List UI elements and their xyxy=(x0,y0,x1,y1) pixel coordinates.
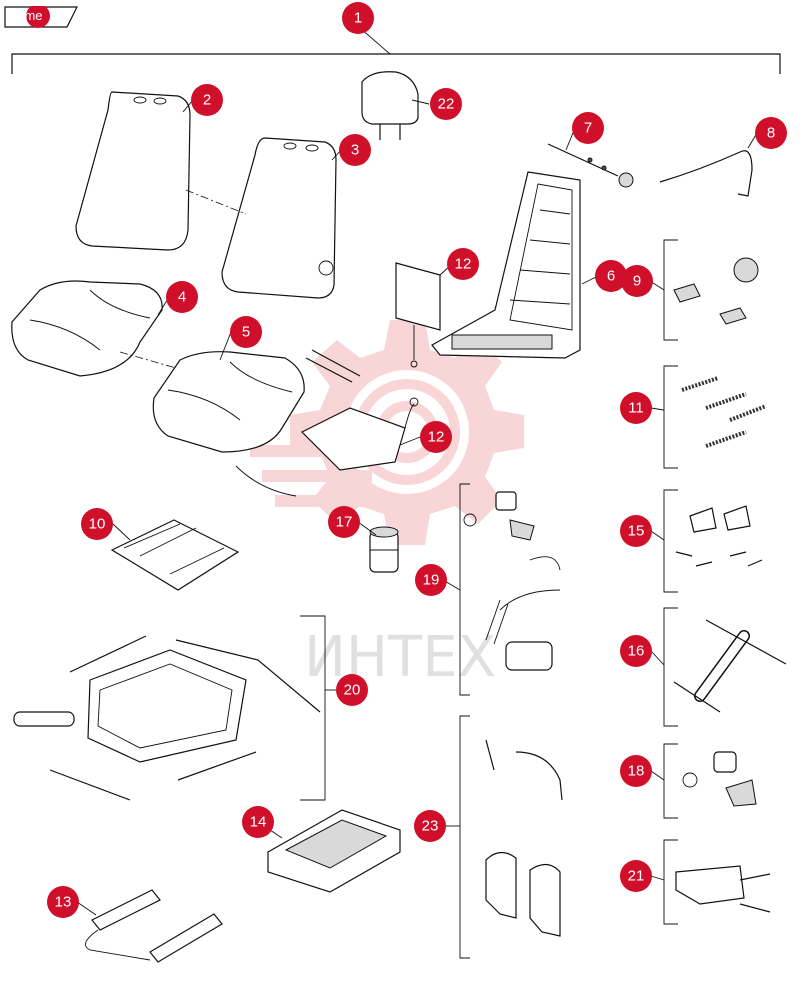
svg-text:18: 18 xyxy=(628,763,645,780)
callout-13[interactable]: 13 xyxy=(47,886,79,918)
callout-20[interactable]: 20 xyxy=(336,674,368,706)
damper-knob xyxy=(369,526,399,573)
svg-text:6: 6 xyxy=(607,268,615,285)
callout-1[interactable]: 1 xyxy=(342,2,374,34)
suspension-unit xyxy=(267,809,401,893)
lever-rails xyxy=(85,889,223,963)
callout-17[interactable]: 17 xyxy=(328,506,360,538)
seat-foam xyxy=(152,351,305,453)
backrest-cushion-front xyxy=(75,91,191,251)
callout-3[interactable]: 3 xyxy=(339,134,371,166)
plug-connector xyxy=(463,491,561,671)
svg-text:21: 21 xyxy=(628,868,645,885)
callout-9[interactable]: 9 xyxy=(621,265,653,297)
callout-2[interactable]: 2 xyxy=(191,84,223,116)
svg-text:12: 12 xyxy=(455,256,472,273)
bowden-cable xyxy=(659,150,753,197)
svg-text:4: 4 xyxy=(178,289,186,306)
watermark-text: ИНТЕХ xyxy=(304,625,496,690)
svg-text:5: 5 xyxy=(242,324,250,341)
svg-text:8: 8 xyxy=(767,125,775,142)
callout-18[interactable]: 18 xyxy=(620,755,652,787)
seat-slide-rails xyxy=(110,519,240,591)
callout-14[interactable]: 14 xyxy=(242,806,274,838)
callout-11[interactable]: 11 xyxy=(620,392,652,424)
svg-text:11: 11 xyxy=(628,400,644,417)
callout-5[interactable]: 5 xyxy=(230,316,262,348)
callouts: 1 2 3 4 5 6 7 8 9 10 11 12 12 13 14 15 1… xyxy=(47,2,787,918)
svg-text:17: 17 xyxy=(336,514,353,531)
callout-12a[interactable]: 12 xyxy=(447,248,479,280)
svg-text:13: 13 xyxy=(55,894,72,911)
svg-text:22: 22 xyxy=(438,96,455,113)
home-tab[interactable] xyxy=(4,4,78,28)
shock-absorber xyxy=(673,619,787,713)
group-23-bracket xyxy=(459,715,563,959)
svg-text:2: 2 xyxy=(203,92,211,109)
callout-4[interactable]: 4 xyxy=(166,281,198,313)
callout-15[interactable]: 15 xyxy=(620,515,652,547)
backrest-frame xyxy=(431,171,581,359)
svg-text:16: 16 xyxy=(628,643,645,660)
callout-21[interactable]: 21 xyxy=(620,860,652,892)
assembly-bracket xyxy=(11,27,781,74)
svg-text:7: 7 xyxy=(584,120,592,137)
svg-text:14: 14 xyxy=(250,814,267,831)
bushings xyxy=(673,257,759,325)
right-group-brackets xyxy=(663,239,678,925)
svg-text:1: 1 xyxy=(354,10,362,27)
clips xyxy=(675,505,763,567)
svg-text:9: 9 xyxy=(633,273,641,290)
mounting-bracket xyxy=(675,865,771,913)
callout-10[interactable]: 10 xyxy=(81,508,113,540)
svg-text:15: 15 xyxy=(628,523,645,540)
callout-16[interactable]: 16 xyxy=(620,635,652,667)
callout-6[interactable]: 6 xyxy=(595,260,627,292)
callout-7[interactable]: 7 xyxy=(572,112,604,144)
home-tab-shape xyxy=(4,4,78,28)
plug-set xyxy=(682,751,757,807)
suspension-cover xyxy=(13,615,326,801)
adjustment-rod xyxy=(547,143,634,188)
seat-cushion xyxy=(11,280,163,377)
svg-text:19: 19 xyxy=(423,572,440,589)
callout-8[interactable]: 8 xyxy=(755,117,787,149)
svg-text:20: 20 xyxy=(344,682,361,699)
heating-pad-back xyxy=(395,262,441,368)
svg-text:10: 10 xyxy=(89,516,106,533)
callout-19[interactable]: 19 xyxy=(415,564,447,596)
springs xyxy=(681,376,767,448)
callout-12b[interactable]: 12 xyxy=(420,421,452,453)
callout-23[interactable]: 23 xyxy=(414,810,446,842)
headrest xyxy=(361,71,419,140)
home-link[interactable]: home xyxy=(10,8,43,23)
svg-text:23: 23 xyxy=(422,818,439,835)
callout-22[interactable]: 22 xyxy=(430,88,462,120)
svg-text:12: 12 xyxy=(428,429,445,446)
backrest-cushion-rear xyxy=(221,137,337,299)
svg-text:3: 3 xyxy=(351,142,359,159)
